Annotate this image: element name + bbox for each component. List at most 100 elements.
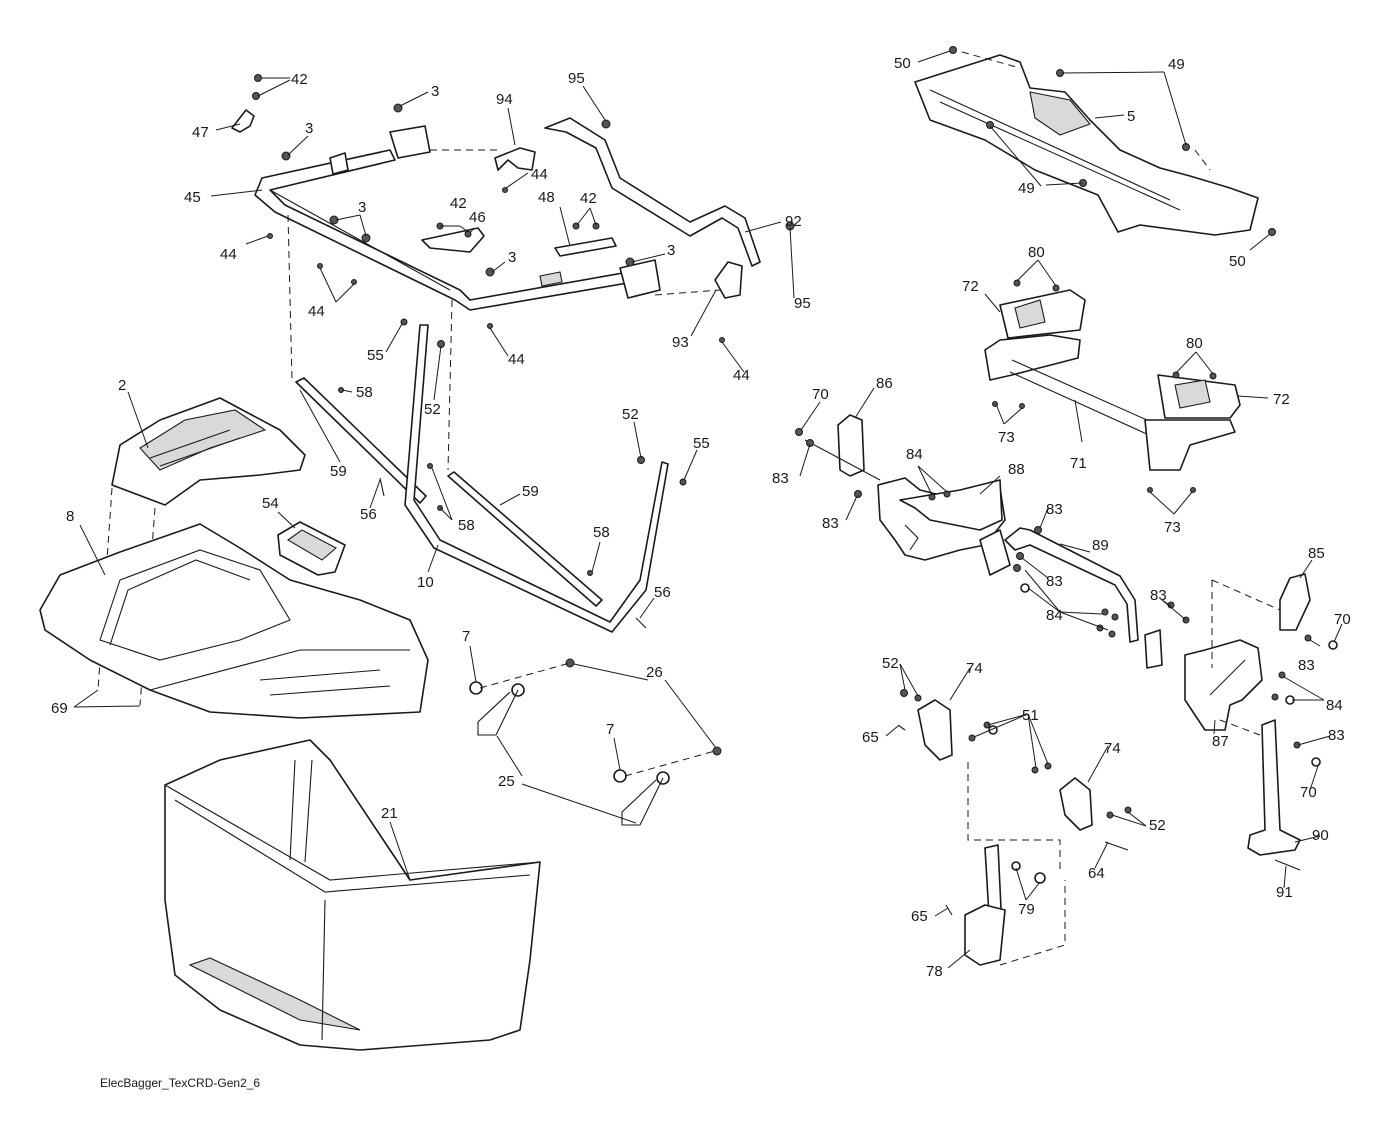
callout-3: 3 [358, 199, 366, 216]
callout-64: 64 [1088, 865, 1105, 882]
callout-83: 83 [772, 470, 789, 487]
callout-55: 55 [693, 435, 710, 452]
callout-52: 52 [622, 406, 639, 423]
latch-hardware [469, 658, 722, 826]
plate-74-right [1059, 777, 1093, 831]
callout-46: 46 [469, 209, 486, 226]
callout-2: 2 [118, 377, 126, 394]
callout-47: 47 [192, 124, 209, 141]
callout-73: 73 [998, 429, 1015, 446]
callout-70: 70 [812, 386, 829, 403]
cover-8 [39, 523, 429, 719]
callout-65: 65 [911, 908, 928, 925]
callout-85: 85 [1308, 545, 1325, 562]
axle-assembly-71 [984, 279, 1241, 493]
callout-7: 7 [606, 721, 614, 738]
callout-91: 91 [1276, 884, 1293, 901]
callout-3: 3 [305, 120, 313, 137]
bracket-94 [494, 147, 536, 171]
callout-49: 49 [1018, 180, 1035, 197]
callout-92: 92 [785, 213, 802, 230]
callout-50: 50 [894, 55, 911, 72]
callout-49: 49 [1168, 56, 1185, 73]
callout-26: 26 [646, 664, 663, 681]
callout-83: 83 [822, 515, 839, 532]
callout-42: 42 [450, 195, 467, 212]
callout-73: 73 [1164, 519, 1181, 536]
rod-59-right [447, 471, 603, 607]
callout-80: 80 [1028, 244, 1045, 261]
callout-90: 90 [1312, 827, 1329, 844]
callout-59: 59 [330, 463, 347, 480]
callout-70: 70 [1334, 611, 1351, 628]
diagram-caption: ElecBagger_TexCRD-Gen2_6 [100, 1076, 261, 1090]
callout-83: 83 [1046, 501, 1063, 518]
callout-78: 78 [926, 963, 943, 980]
callout-79: 79 [1018, 901, 1035, 918]
callout-50: 50 [1229, 253, 1246, 270]
bracket-87 [1184, 639, 1263, 731]
callout-52: 52 [424, 401, 441, 418]
actuator-78 [964, 904, 1006, 966]
callout-93: 93 [672, 334, 689, 351]
plate-88 [899, 479, 1003, 531]
callout-58: 58 [458, 517, 475, 534]
callout-52: 52 [1149, 817, 1166, 834]
callout-86: 86 [876, 375, 893, 392]
callout-84: 84 [1326, 697, 1343, 714]
callout-65: 65 [862, 729, 879, 746]
callout-labels: 42 47 3 3 94 95 45 44 44 3 42 46 48 42 9… [51, 55, 1351, 980]
callout-83: 83 [1328, 727, 1345, 744]
callout-95: 95 [568, 70, 585, 87]
mount-assembly-5 [914, 46, 1276, 236]
callout-89: 89 [1092, 537, 1109, 554]
callout-25: 25 [498, 773, 515, 790]
callout-52: 52 [882, 655, 899, 672]
bag-21 [164, 739, 541, 1051]
callout-44: 44 [508, 351, 525, 368]
callout-54: 54 [262, 495, 279, 512]
bracket-86 [837, 414, 865, 477]
callout-42: 42 [580, 190, 597, 207]
callout-83: 83 [1046, 573, 1063, 590]
bagger-frame [254, 117, 761, 311]
hardware-bolts [231, 74, 795, 343]
callout-58: 58 [356, 384, 373, 401]
rod-89 [1004, 527, 1139, 643]
callout-21: 21 [381, 805, 398, 822]
callout-10: 10 [417, 574, 434, 591]
callout-56: 56 [360, 506, 377, 523]
leader-lines [73, 50, 1343, 969]
callout-55: 55 [367, 347, 384, 364]
callout-48: 48 [538, 189, 555, 206]
callout-44: 44 [733, 367, 750, 384]
callout-84: 84 [1046, 607, 1063, 624]
arm-90 [1219, 719, 1321, 871]
rods [295, 318, 687, 633]
callout-8: 8 [66, 508, 74, 525]
callout-88: 88 [1008, 461, 1025, 478]
deflector-54 [277, 521, 346, 576]
callout-87: 87 [1212, 733, 1229, 750]
callout-71: 71 [1070, 455, 1087, 472]
callout-80: 80 [1186, 335, 1203, 352]
callout-83: 83 [1298, 657, 1315, 674]
plate-74-left [917, 699, 953, 761]
callout-74: 74 [1104, 740, 1121, 757]
support-74-actuator-78 [897, 689, 1132, 966]
bracket-85-87 [1144, 573, 1338, 731]
callout-58: 58 [593, 524, 610, 541]
callout-7: 7 [462, 628, 470, 645]
top-cover-2 [111, 397, 306, 506]
rod-59-left [295, 377, 427, 504]
callout-83: 83 [1150, 587, 1167, 604]
callout-3: 3 [667, 242, 675, 259]
callout-84: 84 [906, 446, 923, 463]
callout-59: 59 [522, 483, 539, 500]
callout-56: 56 [654, 584, 671, 601]
callout-72: 72 [962, 278, 979, 295]
bracket-93 [714, 261, 743, 299]
bracket-85 [1279, 573, 1311, 631]
